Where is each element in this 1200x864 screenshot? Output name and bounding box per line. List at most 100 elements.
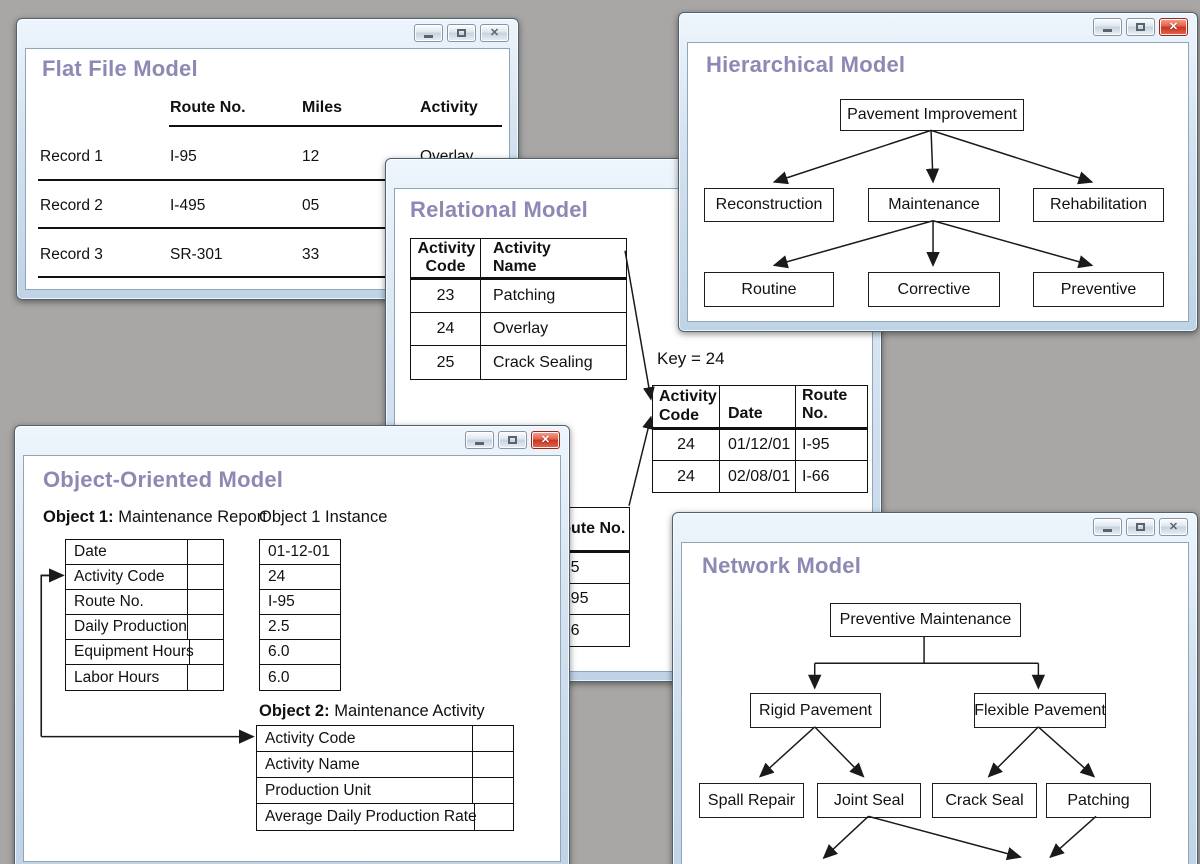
diagram-node: Preventive (1033, 272, 1164, 307)
close-button[interactable]: ✕ (480, 24, 509, 42)
diagram-node-root: Pavement Improvement (840, 99, 1024, 131)
row-rule (38, 276, 502, 278)
window-titlebar[interactable]: ✕ (1093, 518, 1188, 536)
minimize-icon (1103, 29, 1112, 32)
table-header: Activity Code (411, 239, 481, 277)
page-title: Relational Model (410, 197, 588, 222)
field-value-cell (475, 804, 513, 830)
object2-table: Activity Code Activity Name Production U… (256, 725, 514, 831)
field-label: Activity Name (257, 752, 474, 777)
close-button[interactable]: ✕ (1159, 518, 1188, 536)
maximize-icon (1136, 23, 1145, 31)
diagram-node: Routine (704, 272, 834, 307)
field-value-cell (188, 590, 223, 614)
object1-heading-bold: Object 1: (43, 508, 114, 526)
table-cell: 25 (411, 346, 481, 379)
instance-value: 2.5 (268, 618, 290, 635)
close-button[interactable]: ✕ (1159, 18, 1188, 36)
page-title: Network Model (702, 553, 862, 578)
minimize-button[interactable] (465, 431, 494, 449)
maximize-button[interactable] (498, 431, 527, 449)
field-label: Activity Code (257, 726, 474, 751)
maximize-button[interactable] (447, 24, 476, 42)
close-button[interactable]: ✕ (531, 431, 560, 449)
minimize-icon (424, 35, 433, 38)
diagram-node: Reconstruction (704, 188, 834, 222)
object-oriented-content: Object-Oriented Model Object 1: Maintena… (23, 455, 561, 862)
field-label: Average Daily Production Rate (257, 804, 477, 830)
diagram-node: Maintenance (868, 188, 1000, 222)
close-icon: ✕ (489, 26, 500, 39)
object-oriented-window: ✕ Object-Oriented Model Object 1: Mainte… (14, 425, 570, 864)
window-titlebar[interactable]: ✕ (1093, 18, 1188, 36)
column-header-route: Route No. (170, 99, 246, 116)
table-cell: I-66 (802, 467, 830, 485)
cell-miles: 05 (302, 197, 320, 214)
cell-route: SR-301 (170, 246, 223, 263)
field-label: Equipment Hours (66, 640, 194, 664)
field-value-cell (473, 778, 513, 803)
window-titlebar[interactable]: ✕ (414, 24, 509, 42)
column-header-activity: Activity (420, 99, 478, 116)
minimize-button[interactable] (1093, 518, 1122, 536)
network-content: Network Model Preventive Maintenance Rig… (681, 542, 1189, 864)
maximize-button[interactable] (1126, 18, 1155, 36)
page-title: Hierarchical Model (706, 52, 906, 77)
field-value-cell (188, 565, 223, 589)
field-value-cell (190, 640, 223, 664)
object1-instance-table: 01-12-01 24 I-95 2.5 6.0 6.0 (259, 539, 341, 691)
field-label: Production Unit (257, 778, 474, 803)
key-label: Key = 24 (657, 349, 725, 368)
diagram-node: Rehabilitation (1033, 188, 1164, 222)
field-label: Daily Production (66, 615, 189, 639)
field-value-cell (188, 540, 223, 564)
table-header: Route No. (802, 387, 848, 422)
cell-miles: 12 (302, 148, 320, 165)
instance-value: 6.0 (268, 668, 290, 686)
table-header: Activity Code (653, 386, 720, 427)
table-header: Activity Name (493, 239, 551, 275)
field-value-cell (188, 665, 223, 690)
header-rule (169, 125, 502, 127)
diagram-node-root: Preventive Maintenance (830, 603, 1021, 637)
field-label: Date (66, 540, 189, 564)
maximize-button[interactable] (1126, 518, 1155, 536)
maximize-icon (457, 29, 466, 37)
row-rule (38, 179, 502, 181)
object1-instance-heading: Object 1 Instance (259, 508, 388, 526)
table-cell: 24 (411, 313, 481, 345)
window-titlebar[interactable]: ✕ (465, 431, 560, 449)
row-label: Record 2 (40, 197, 103, 214)
field-value-cell (188, 615, 223, 639)
minimize-button[interactable] (1093, 18, 1122, 36)
diagram-node: Crack Seal (932, 783, 1037, 818)
activity-table: Activity Code Activity Name 23 Patching … (410, 238, 627, 380)
table-cell: I-95 (802, 436, 830, 453)
table-cell: 23 (411, 280, 481, 312)
close-icon: ✕ (540, 433, 551, 446)
minimize-button[interactable] (414, 24, 443, 42)
object2-heading-rest: Maintenance Activity (329, 702, 485, 720)
table-cell: Crack Sealing (493, 353, 593, 371)
minimize-icon (475, 442, 484, 445)
diagram-node: Patching (1046, 783, 1151, 818)
table-cell: 24 (653, 430, 720, 460)
instance-value: 6.0 (268, 643, 290, 660)
field-value-cell (473, 726, 513, 751)
table-cell: 01/12/01 (720, 430, 796, 460)
object1-heading-rest: Maintenance Report (113, 508, 267, 526)
minimize-icon (1103, 529, 1112, 532)
object2-heading: Object 2: Maintenance Activity (259, 702, 485, 721)
table-cell: 02/08/01 (720, 461, 796, 492)
instance-value: 24 (268, 568, 286, 585)
field-label: Labor Hours (66, 665, 189, 690)
cell-miles: 33 (302, 246, 320, 263)
column-header-miles: Miles (302, 99, 343, 116)
diagram-node: Joint Seal (817, 783, 921, 818)
key-table: Activity Code Date Route No. 24 01/12/01… (652, 385, 868, 493)
instance-value: 01-12-01 (268, 543, 331, 560)
field-label: Route No. (66, 590, 189, 614)
network-window: ✕ Network Model Preventive Maintenance R… (672, 512, 1198, 864)
close-icon: ✕ (1168, 20, 1179, 33)
